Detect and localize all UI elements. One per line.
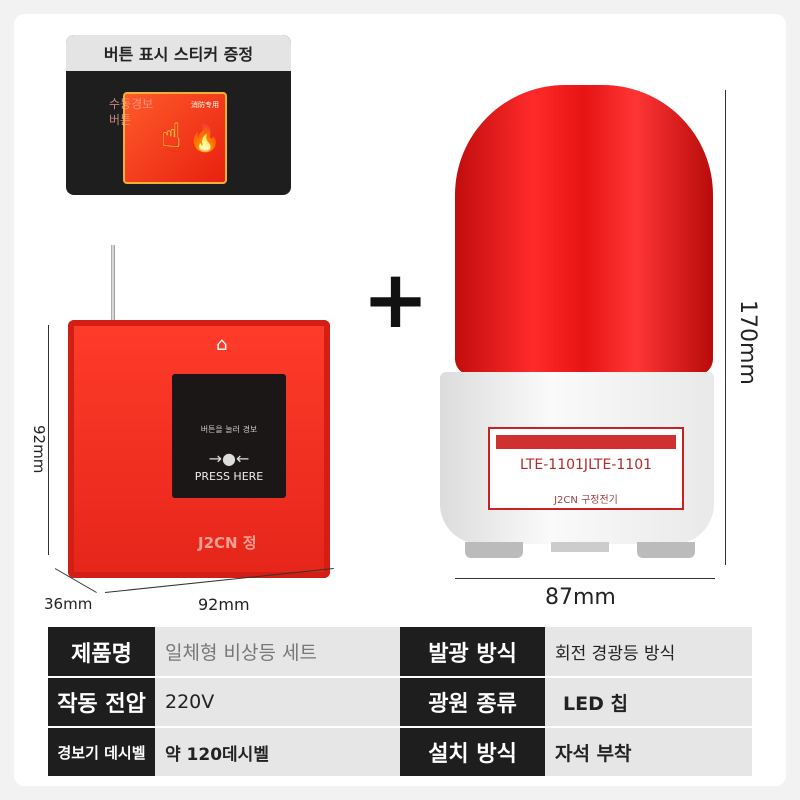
spec-value: 일체형 비상등 세트 xyxy=(155,627,400,678)
spec-label: 제품명 xyxy=(48,627,155,678)
sticker-title: 버튼 표시 스티커 증정 xyxy=(66,35,291,71)
table-row: 경보기 데시벨 약 120데시벨 설치 방식 자석 부착 xyxy=(48,727,752,778)
antenna xyxy=(111,245,115,325)
alarm-window-text: 버튼을 눌러 경보 xyxy=(200,425,258,434)
house-icon: ⌂ xyxy=(216,334,228,355)
alarm-width-label: 92mm xyxy=(198,595,250,614)
alarm-window: 버튼을 눌러 경보 →●← PRESS HERE xyxy=(172,374,286,498)
sticker-card-text: 消防专用 xyxy=(191,101,219,109)
alarm-depth-label: 36mm xyxy=(44,595,93,613)
height-dim-line xyxy=(725,90,726,565)
press-here-label: PRESS HERE xyxy=(194,470,264,483)
arrows-press-icon: →●← xyxy=(208,449,250,468)
wireless-alarm-button: ⌂ 버튼을 눌러 경보 →●← PRESS HERE J2CN 정 xyxy=(68,320,330,578)
spec-value: LED 칩 xyxy=(545,677,752,728)
button-sticker-image: 消防专用 수동경보버튼 ☝ 🔥 xyxy=(109,92,227,184)
height-dim-label: 170mm xyxy=(735,300,760,385)
beacon-maker: J2CN 구정전기 xyxy=(554,495,618,506)
width-dim-line xyxy=(455,578,715,579)
spec-value: 220V xyxy=(155,677,400,728)
plus-sign: + xyxy=(362,253,430,346)
beacon-model: LTE-1101JLTE-1101 xyxy=(519,457,653,473)
beacon-label: LTE-1101JLTE-1101 J2CN 구정전기 xyxy=(488,427,684,510)
sticker-promo: 버튼 표시 스티커 증정 消防专用 수동경보버튼 ☝ 🔥 xyxy=(66,35,291,195)
alarm-brand: J2CN 정 xyxy=(198,534,257,552)
flame-icon: 🔥 xyxy=(188,124,221,154)
alarm-height-line xyxy=(48,325,49,555)
hand-press-icon: ☝ xyxy=(161,116,182,156)
table-row: 제품명 일체형 비상등 세트 발광 방식 회전 경광등 방식 xyxy=(48,627,752,678)
spec-label: 설치 방식 xyxy=(400,727,545,778)
spec-value: 자석 부착 xyxy=(545,727,752,778)
sticker-overlay-text: 수동경보버튼 xyxy=(109,97,154,127)
spec-label: 작동 전압 xyxy=(48,677,155,728)
table-row: 작동 전압 220V 광원 종류 LED 칩 xyxy=(48,677,752,728)
spec-value: 회전 경광등 방식 xyxy=(545,627,752,678)
spec-table: 제품명 일체형 비상등 세트 발광 방식 회전 경광등 방식 작동 전압 220… xyxy=(48,627,752,778)
beacon-width-label: 87mm xyxy=(545,585,616,610)
beacon-feet xyxy=(465,542,695,560)
spec-value: 약 120데시벨 xyxy=(155,727,400,778)
spec-label: 발광 방식 xyxy=(400,627,545,678)
beacon-red-dome xyxy=(455,85,713,375)
spec-label: 경보기 데시벨 xyxy=(48,727,155,778)
alarm-height-label: 92mm xyxy=(30,425,48,474)
spec-label: 광원 종류 xyxy=(400,677,545,728)
